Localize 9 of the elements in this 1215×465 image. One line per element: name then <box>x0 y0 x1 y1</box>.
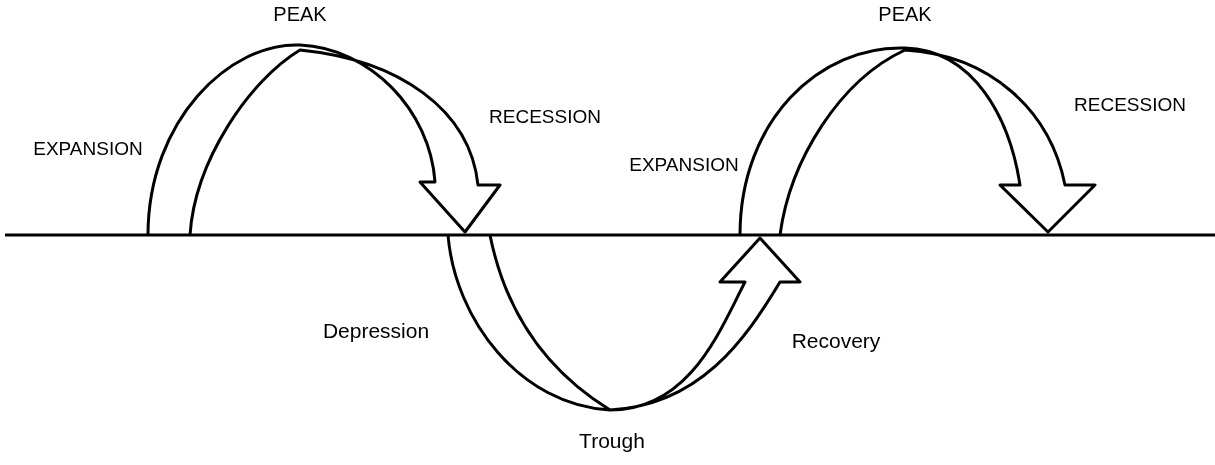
phase-label: PEAK <box>878 4 932 24</box>
phase-label: EXPANSION <box>33 138 143 158</box>
phase-label: EXPANSION <box>629 154 739 174</box>
phase-label: RECESSION <box>489 106 601 126</box>
phase-label: RECESSION <box>1074 94 1186 114</box>
phase-label: PEAK <box>273 4 327 24</box>
phase-label: Depression <box>322 319 430 341</box>
phase-label: Recovery <box>791 329 881 351</box>
phase-label: Trough <box>579 429 645 451</box>
